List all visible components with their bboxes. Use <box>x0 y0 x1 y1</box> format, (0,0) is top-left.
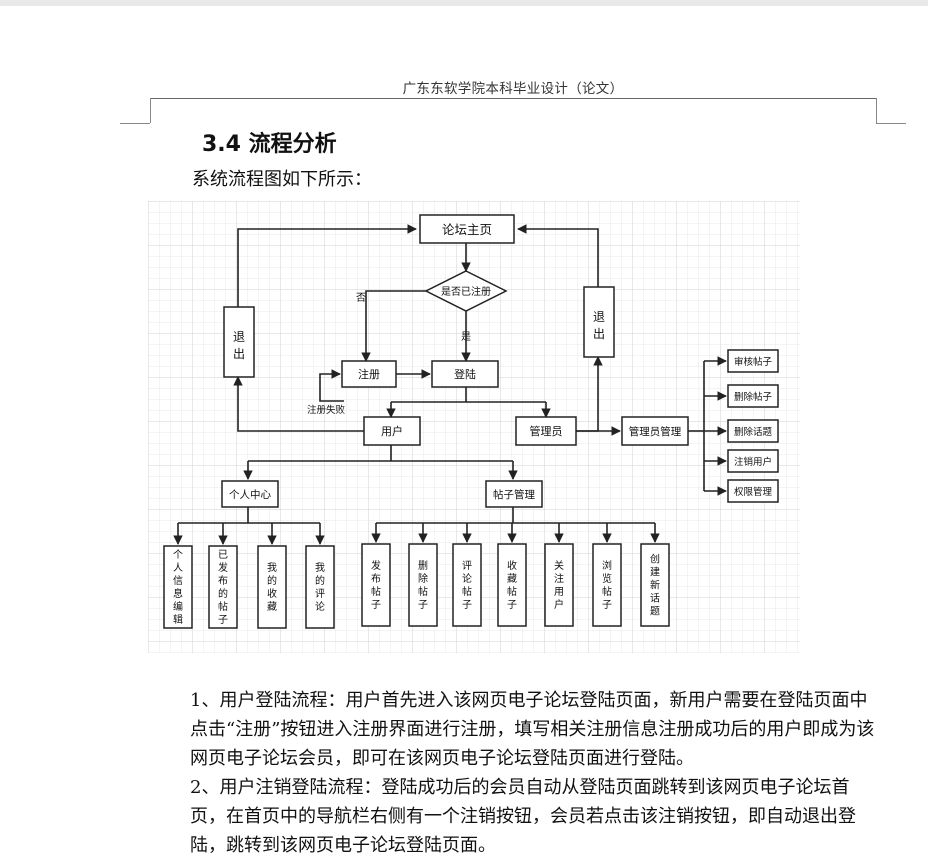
svg-text:发布帖子: 发布帖子 <box>371 559 381 611</box>
svg-text:论坛主页: 论坛主页 <box>442 222 492 237</box>
svg-text:个人信息编辑: 个人信息编辑 <box>173 549 183 626</box>
svg-text:删除帖子: 删除帖子 <box>418 560 428 611</box>
section-number: 3.4 <box>202 132 241 157</box>
post-item-5: 关注用户 <box>544 543 574 627</box>
svg-text:收藏帖子: 收藏帖子 <box>507 559 517 611</box>
post-item-4: 收藏帖子 <box>497 543 527 627</box>
flowchart: 论坛主页 是否已注册 否 是 注册失败 注册 登陆 <box>148 201 800 653</box>
personal-item-3: 我的收藏 <box>257 545 287 629</box>
admin-item-4: 注销用户 <box>727 449 779 473</box>
admin-item-5: 权限管理 <box>727 479 779 503</box>
header-rule <box>150 98 876 99</box>
node-post-management: 帖子管理 <box>485 480 543 508</box>
admin-item-1: 审核帖子 <box>727 349 779 373</box>
node-exit-right: 退出 <box>583 286 615 358</box>
personal-item-2: 已发布的帖子 <box>208 545 238 629</box>
node-register: 注册 <box>341 360 397 388</box>
edge-label-yes: 是 <box>461 331 471 343</box>
node-login: 登陆 <box>431 360 499 388</box>
svg-text:帖子管理: 帖子管理 <box>493 488 535 501</box>
node-admin-management: 管理员管理 <box>621 416 689 446</box>
crop-mark-left-v <box>150 98 151 123</box>
node-user: 用户 <box>363 416 421 446</box>
svg-text:退出: 退出 <box>233 330 245 361</box>
post-item-1: 发布帖子 <box>361 543 391 627</box>
document-page: 广东东软学院本科毕业设计（论文） 3.4 流程分析 系统流程图如下所示： <box>120 81 906 856</box>
node-decision-registered: 是否已注册 <box>424 270 508 312</box>
svg-text:管理员管理: 管理员管理 <box>629 425 682 438</box>
flowchart-svg: 论坛主页 是否已注册 否 是 注册失败 注册 登陆 <box>148 201 800 653</box>
section-heading: 3.4 流程分析 <box>202 126 337 158</box>
admin-item-3: 删除话题 <box>727 419 779 443</box>
crop-mark-left-h <box>120 123 150 124</box>
section-title: 流程分析 <box>248 132 337 157</box>
post-item-group: 发布帖子 删除帖子 评论帖子 收藏帖子 关注用户 浏览帖子 创建新话题 <box>361 543 670 627</box>
svg-text:权限管理: 权限管理 <box>734 486 773 498</box>
svg-text:是否已注册: 是否已注册 <box>441 285 491 298</box>
post-item-7: 创建新话题 <box>640 543 670 627</box>
svg-text:关注用户: 关注用户 <box>554 559 564 611</box>
personal-item-4: 我的评论 <box>305 545 335 629</box>
svg-text:注册: 注册 <box>358 367 380 381</box>
svg-text:注销用户: 注销用户 <box>734 456 772 468</box>
post-item-6: 浏览帖子 <box>592 543 622 627</box>
admin-item-2: 删除帖子 <box>727 384 779 408</box>
node-admin: 管理员 <box>515 416 577 446</box>
svg-text:登陆: 登陆 <box>454 367 476 381</box>
edge-label-register-fail: 注册失败 <box>307 404 346 416</box>
svg-text:退出: 退出 <box>593 310 605 341</box>
crop-mark-right-h <box>876 123 906 124</box>
node-personal-center: 个人中心 <box>221 480 279 508</box>
crop-mark-right-v <box>876 98 877 123</box>
svg-text:创建新话题: 创建新话题 <box>650 553 660 618</box>
svg-text:管理员: 管理员 <box>530 424 563 438</box>
svg-text:已发布的帖子: 已发布的帖子 <box>218 550 228 626</box>
personal-item-1: 个人信息编辑 <box>163 545 193 629</box>
edge-label-no: 否 <box>356 292 366 304</box>
paragraph-2: 2、用户注销登陆流程：登陆成功后的会员自动从登陆页面跳转到该网页电子论坛首页，在… <box>190 777 856 856</box>
svg-text:删除帖子: 删除帖子 <box>734 391 773 403</box>
svg-text:删除话题: 删除话题 <box>734 426 773 438</box>
svg-text:个人中心: 个人中心 <box>229 488 271 501</box>
window-top-bar <box>0 0 928 6</box>
svg-text:审核帖子: 审核帖子 <box>734 356 773 368</box>
post-item-3: 评论帖子 <box>452 543 482 627</box>
section-intro: 系统流程图如下所示： <box>192 169 372 190</box>
personal-item-group: 个人信息编辑 已发布的帖子 我的收藏 我的评论 <box>163 545 335 629</box>
svg-text:我的评论: 我的评论 <box>315 562 325 613</box>
svg-text:用户: 用户 <box>381 424 403 438</box>
node-home: 论坛主页 <box>419 214 515 244</box>
svg-text:评论帖子: 评论帖子 <box>462 560 472 611</box>
post-item-2: 删除帖子 <box>408 543 438 627</box>
svg-text:浏览帖子: 浏览帖子 <box>602 559 612 611</box>
body-text: 1、用户登陆流程：用户首先进入该网页电子论坛登陆页面，新用户需要在登陆页面中点击… <box>150 686 880 860</box>
svg-text:我的收藏: 我的收藏 <box>267 562 277 613</box>
paragraph-1: 1、用户登陆流程：用户首先进入该网页电子论坛登陆页面，新用户需要在登陆页面中点击… <box>190 690 875 769</box>
node-exit-left: 退出 <box>223 306 255 378</box>
running-header: 广东东软学院本科毕业设计（论文） <box>402 81 624 97</box>
